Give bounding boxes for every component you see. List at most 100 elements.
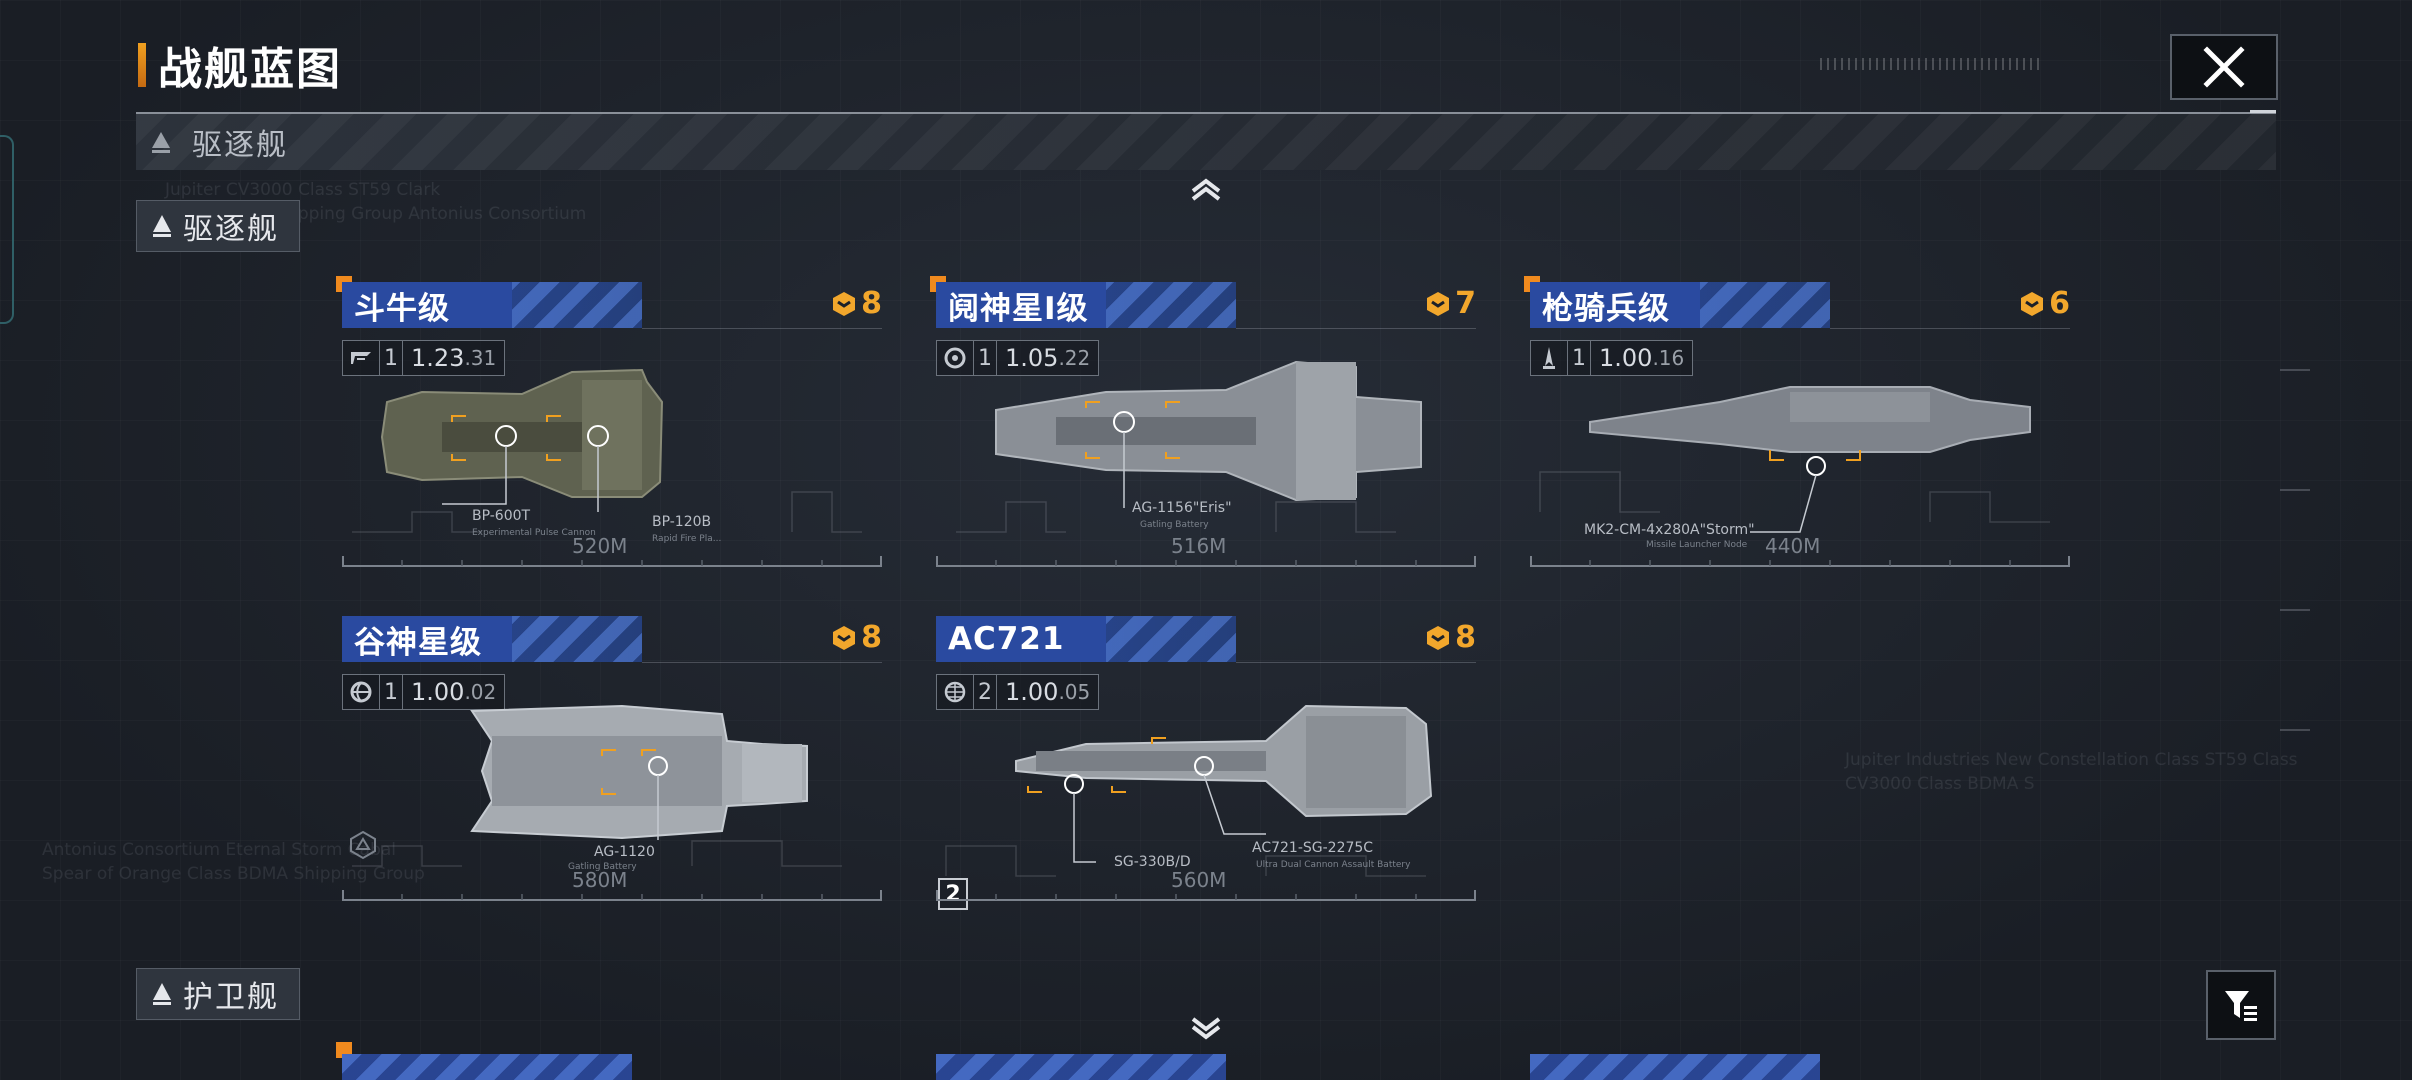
ship-card-eris[interactable]: 阋神星I级 7 1 1.05.22 AG-1156"Eris" Gatling … xyxy=(930,276,1476,582)
scroll-up-button[interactable] xyxy=(1186,176,1226,202)
close-icon xyxy=(2203,46,2245,88)
grid-globe-icon xyxy=(937,675,974,709)
class-triangle-icon xyxy=(153,983,171,1005)
ship-card-header-line xyxy=(642,328,882,329)
weapon-name: SG-330B/D xyxy=(1114,854,1191,870)
ship-card-header: 谷神星级 xyxy=(342,616,642,662)
hex-badge-icon xyxy=(350,830,376,860)
ship-card-lancer[interactable]: 枪骑兵级 6 1 1.00.16 MK2-CM-4x280A"Storm" Mi… xyxy=(1524,276,2070,582)
ship-ratio: 1.00.05 xyxy=(1005,678,1091,706)
ship-blueprint-image xyxy=(352,704,842,867)
ship-blueprint-image xyxy=(1539,386,2050,533)
header-divider-tick xyxy=(2250,110,2276,113)
ship-blueprint-image xyxy=(956,360,1422,533)
ship-card-header: 阋神星I级 xyxy=(936,282,1236,328)
ship-ratio: 1.00.16 xyxy=(1599,344,1685,372)
section-tab-label: 护卫舰 xyxy=(183,980,279,1015)
ship-card-header-line xyxy=(1830,328,2070,329)
ship-cost: 6 xyxy=(2019,286,2070,321)
ship-stats: 1 1.00.16 xyxy=(1530,340,1694,376)
class-triangle-icon xyxy=(152,132,170,153)
ship-ratio-sub: 16 xyxy=(1658,346,1685,370)
ship-ratio-main: 1.00 xyxy=(411,678,465,706)
ship-blueprint-image xyxy=(945,704,1433,877)
ship-ratio-main: 1.05 xyxy=(1005,344,1059,372)
section-tab-frigate[interactable]: 护卫舰 xyxy=(136,968,300,1020)
close-button[interactable] xyxy=(2170,34,2278,100)
length-scale xyxy=(936,556,1476,567)
ship-count: 1 xyxy=(974,341,997,375)
ship-count: 1 xyxy=(380,675,403,709)
command-cost-icon xyxy=(1427,625,1450,650)
ship-name: 阋神星I级 xyxy=(948,290,1089,327)
ship-name: 谷神星级 xyxy=(354,624,482,661)
title-accent-bar xyxy=(138,43,146,87)
ship-ratio: 1.00.02 xyxy=(411,678,497,706)
ship-card-header-partial[interactable] xyxy=(1530,1054,1820,1080)
chevron-up-icon xyxy=(1191,178,1221,201)
ship-ratio-sub: 22 xyxy=(1064,346,1091,370)
weapon-desc: Missile Launcher Node xyxy=(1646,540,1748,550)
header-tick-decoration xyxy=(1820,58,2040,70)
weapon-desc: Ultra Dual Cannon Assault Battery xyxy=(1256,860,1411,870)
ship-stats: 1 1.00.02 xyxy=(342,674,506,710)
ship-ratio-sub: 05 xyxy=(1064,680,1091,704)
weapon-name: AG-1156"Eris" xyxy=(1132,500,1232,516)
class-triangle-icon xyxy=(153,215,171,237)
category-dropdown[interactable]: 驱逐舰 xyxy=(136,114,2276,170)
background-text: Jupiter Industries New Constellation Cla… xyxy=(1845,748,2298,796)
gear-planet-icon xyxy=(937,341,974,375)
section-tab-destroyer[interactable]: 驱逐舰 xyxy=(136,200,300,252)
weapon-desc: Gatling Battery xyxy=(568,862,637,872)
background-text-line: Antonius Consortium Eternal Storm Cabal xyxy=(42,840,397,860)
ship-length: 516M xyxy=(1171,534,1227,558)
ship-name: 斗牛级 xyxy=(354,290,450,327)
section-tab-label: 驱逐舰 xyxy=(183,212,279,247)
ship-ratio: 1.05.22 xyxy=(1005,344,1091,372)
ship-card-header-line xyxy=(642,662,882,663)
ship-cost-value: 7 xyxy=(1455,286,1476,321)
ship-cost: 8 xyxy=(831,620,882,655)
weapon-name: BP-120B xyxy=(652,514,712,530)
flag-icon xyxy=(343,341,380,375)
length-scale xyxy=(342,556,882,567)
ship-card-ceres[interactable]: 谷神星级 8 1 1.00.02 AG-1120 Gatling Battery… xyxy=(342,616,882,916)
ship-stats: 1 1.05.22 xyxy=(936,340,1100,376)
ship-name: AC721 xyxy=(948,621,1065,657)
weapon-desc: Experimental Pulse Cannon xyxy=(472,528,596,538)
ship-card-header: AC721 xyxy=(936,616,1236,662)
background-text-line: Jupiter Industries New Constellation Cla… xyxy=(1845,750,2298,770)
ship-cost-value: 8 xyxy=(861,286,882,321)
background-text-line: CV3000 Class BDMA S xyxy=(1845,774,2035,794)
ship-card-header: 斗牛级 xyxy=(342,282,642,328)
ship-cost: 8 xyxy=(1425,620,1476,655)
filter-button[interactable] xyxy=(2206,970,2276,1040)
command-cost-icon xyxy=(2021,291,2044,316)
chevron-down-icon xyxy=(1191,1017,1221,1040)
length-scale xyxy=(936,890,1476,901)
weapon-name: MK2-CM-4x280A"Storm" xyxy=(1584,522,1755,538)
scroll-down-button[interactable] xyxy=(1186,1016,1226,1042)
ship-cost: 7 xyxy=(1425,286,1476,321)
command-cost-icon xyxy=(833,291,856,316)
ship-blueprint-image xyxy=(352,368,862,533)
ship-card-header-partial[interactable] xyxy=(342,1054,632,1080)
weapon-name: BP-600T xyxy=(472,508,531,524)
command-cost-icon xyxy=(833,625,856,650)
length-scale xyxy=(342,890,882,901)
weapon-name: AG-1120 xyxy=(594,844,655,860)
ship-card-ac721[interactable]: AC721 8 2 1.00.05 2 SG-330B/D AC721-SG-2… xyxy=(936,616,1476,916)
right-deco-scale xyxy=(2280,369,2310,731)
ship-card-taurus[interactable]: 斗牛级 8 1 1.23.31 BP-600T Experimental Pul… xyxy=(336,276,882,582)
ship-ratio-main: 1.00 xyxy=(1005,678,1059,706)
ship-count: 1 xyxy=(1568,341,1591,375)
lance-icon xyxy=(1531,341,1568,375)
ship-cost-value: 6 xyxy=(2049,286,2070,321)
ship-length: 520M xyxy=(572,534,628,558)
ship-card-header-partial[interactable] xyxy=(936,1054,1226,1080)
background-text-line: Jupiter CV3000 Class ST59 Clark xyxy=(165,180,441,200)
command-cost-icon xyxy=(1427,291,1450,316)
background-text: Antonius Consortium Eternal Storm Cabal … xyxy=(42,838,425,886)
ship-length: 440M xyxy=(1765,534,1821,558)
page-title: 战舰蓝图 xyxy=(138,38,342,95)
